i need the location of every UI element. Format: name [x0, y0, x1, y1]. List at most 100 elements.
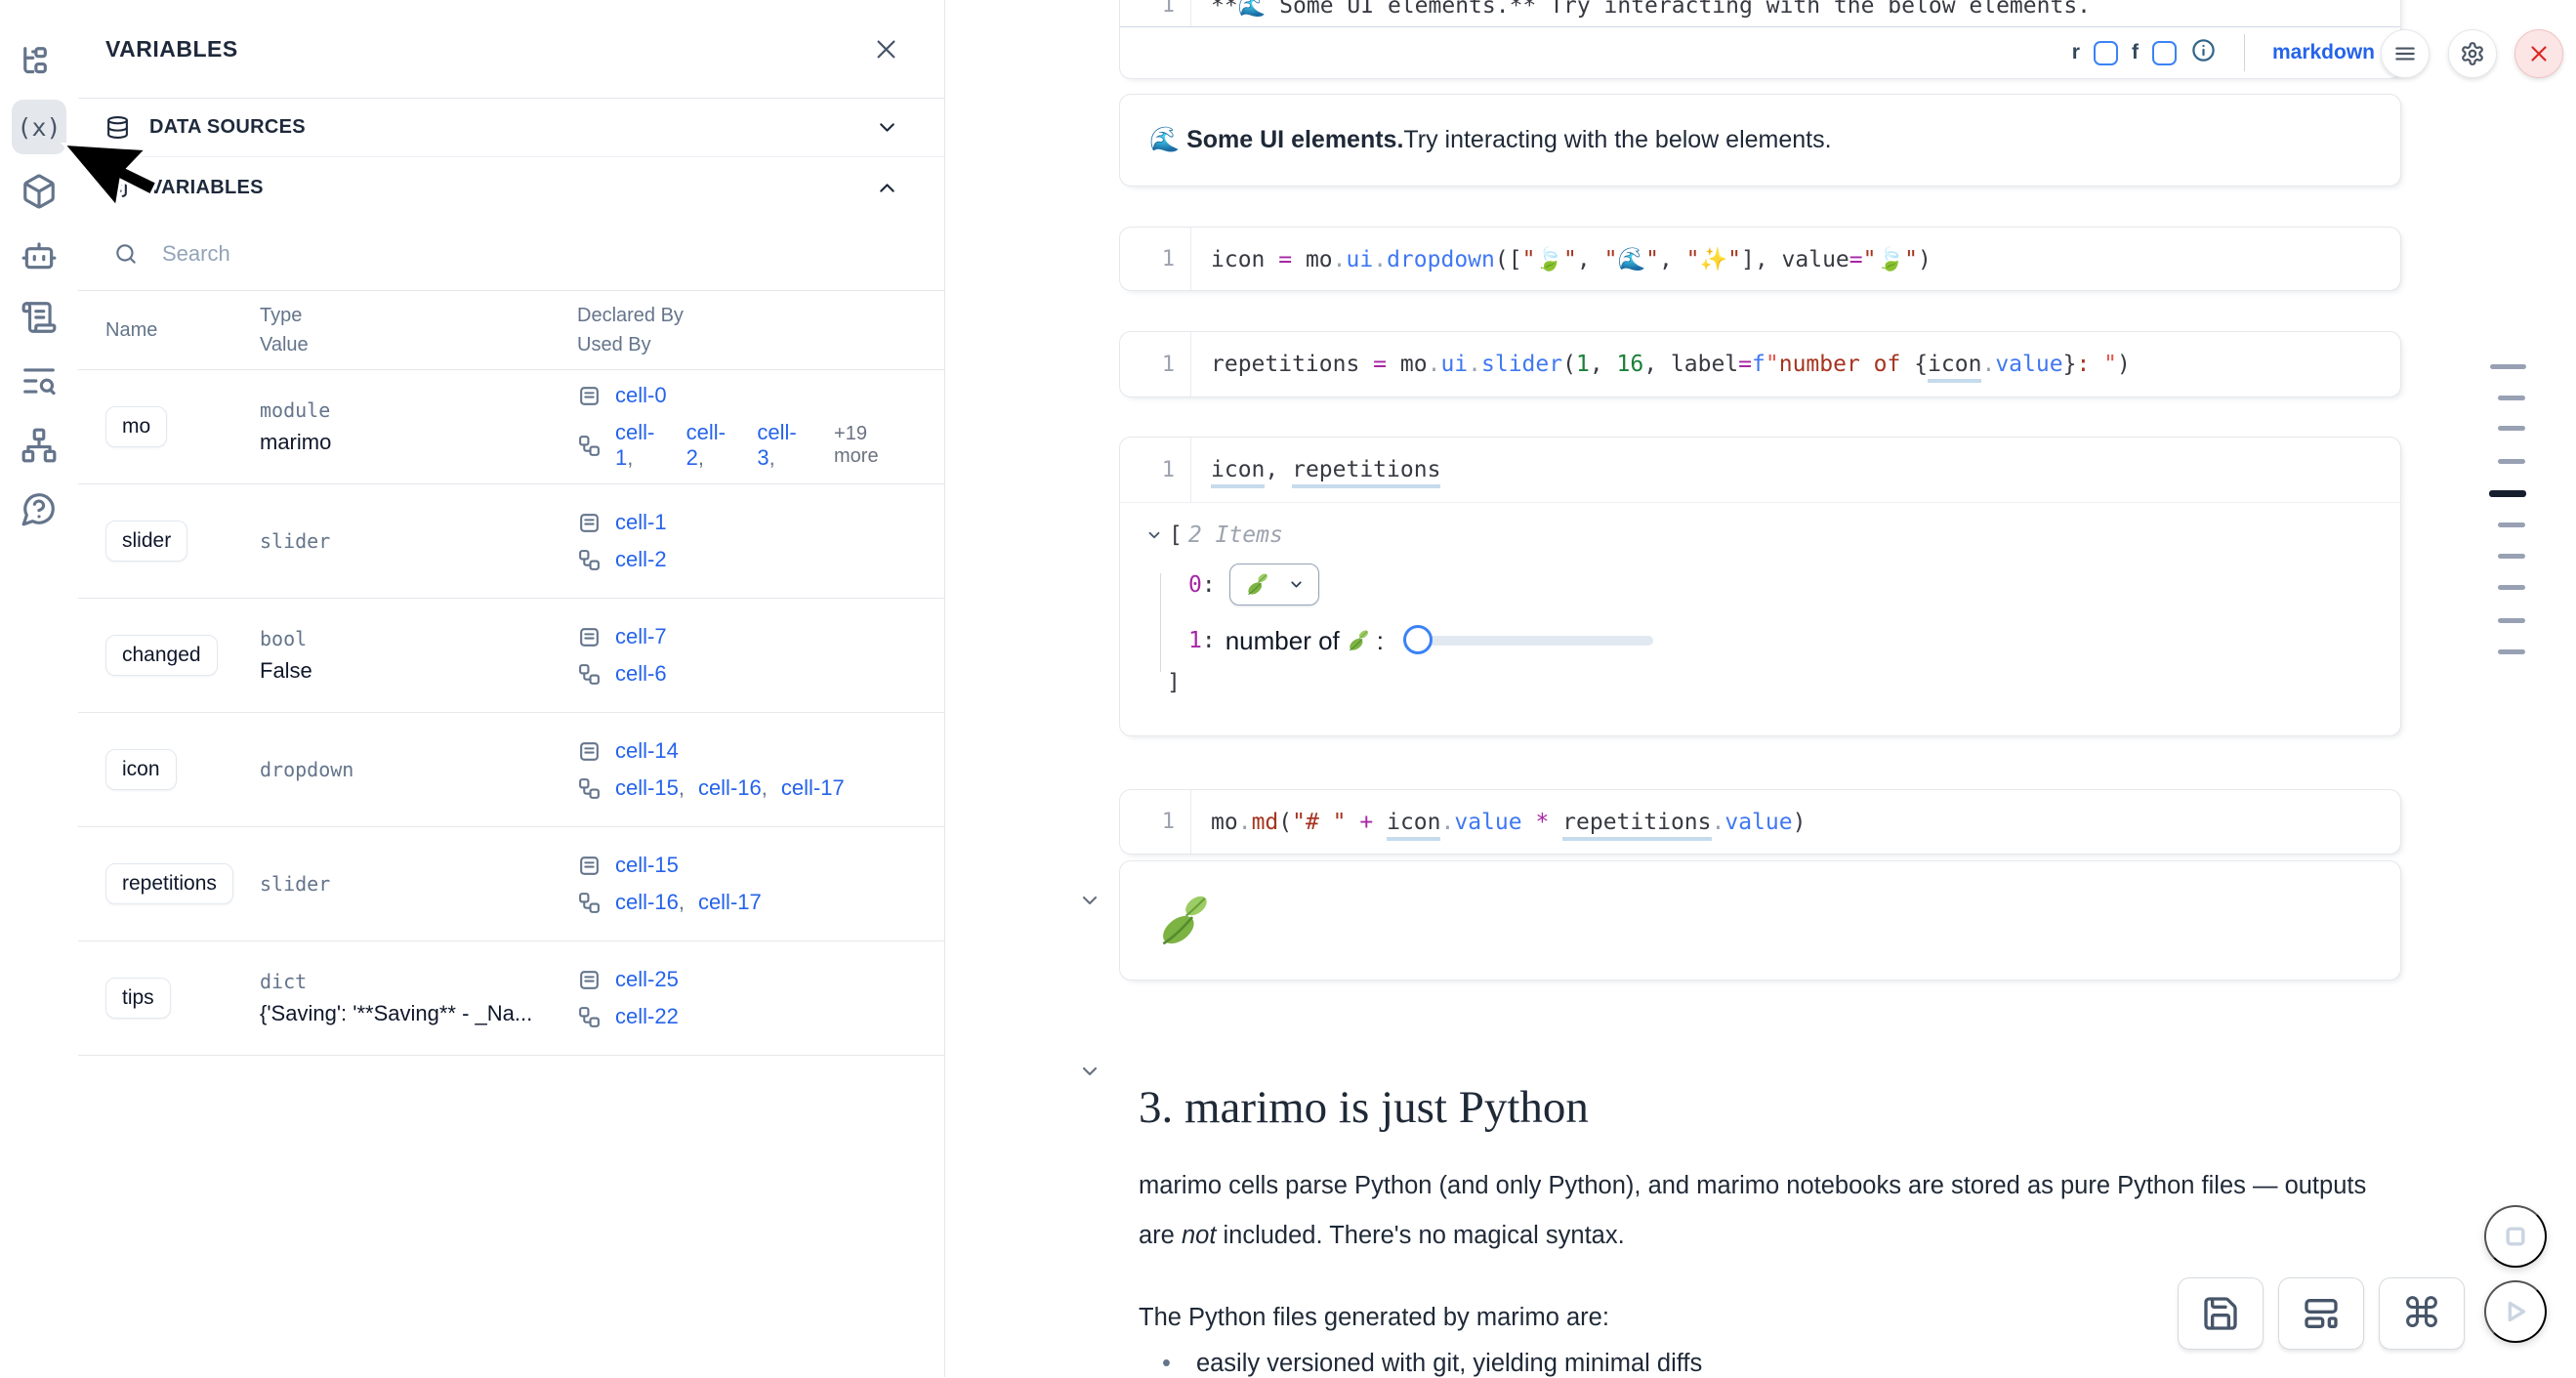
sidebar-item-ai-chat[interactable] [12, 228, 66, 282]
save-button[interactable] [2178, 1277, 2264, 1350]
repetitions-slider[interactable] [1403, 625, 1654, 656]
code-cell-expression[interactable]: 1 icon, repetitions [ 2 Items 0: 1: [1119, 437, 2401, 736]
cell-code[interactable]: **🌊 Some UI elements.** Try interacting … [1211, 0, 2092, 19]
cell-link[interactable]: cell-15 [615, 775, 685, 801]
minimap-cell-marker[interactable] [2498, 649, 2525, 654]
variables-section-toggle[interactable]: VARIABLES [78, 157, 944, 218]
table-row: mo module marimo cell-0 cell-1 cell-2 cell-… [78, 370, 944, 484]
cell-link[interactable]: cell-1 [615, 510, 667, 534]
notebook-menu-button[interactable] [2381, 29, 2430, 78]
cell-info-button[interactable] [2190, 37, 2217, 68]
bullet-dot: • [1162, 1350, 1171, 1377]
variable-name-badge[interactable]: mo [105, 406, 168, 447]
sidebar-item-help[interactable] [12, 481, 66, 536]
minimap-cell-marker[interactable] [2498, 585, 2525, 590]
package-icon [23, 174, 55, 209]
cell-link[interactable]: cell-16 [698, 775, 768, 801]
cell-link[interactable]: cell-22 [615, 1004, 679, 1028]
sitemap-icon [21, 428, 57, 463]
code-cell-dropdown[interactable]: 1 icon = mo.ui.dropdown(["🍃", "🌊", "✨"],… [1119, 227, 2401, 291]
slider-track[interactable] [1407, 636, 1654, 646]
cell-link[interactable]: cell-16 [615, 890, 685, 915]
tree-key: 1 [1188, 628, 1202, 653]
cell-link[interactable]: cell-14 [615, 738, 679, 763]
more-cells-label[interactable]: +19 more [834, 423, 879, 467]
minimap-cell-marker[interactable] [2498, 396, 2525, 400]
sidebar-item-logs[interactable] [12, 290, 66, 345]
minimap-cell-marker[interactable] [2498, 459, 2525, 464]
database-icon [107, 116, 128, 139]
collapse-section-chevron[interactable] [1078, 1060, 1101, 1083]
gear-icon [2462, 42, 2483, 65]
gutter-divider [1190, 228, 1191, 290]
header-value: Value [260, 333, 309, 355]
icon-dropdown-select[interactable] [1228, 564, 1319, 605]
variable-name-badge[interactable]: repetitions [105, 863, 233, 904]
minimap-cell-marker[interactable] [2498, 554, 2525, 559]
sidebar-item-variables[interactable]: (x) [12, 100, 66, 154]
run-button[interactable] [2484, 1280, 2547, 1343]
cell-language-label[interactable]: markdown [2271, 41, 2375, 63]
search-input[interactable] [160, 240, 917, 268]
variable-type: module [260, 398, 331, 422]
variable-name-badge[interactable]: tips [105, 978, 171, 1019]
play-icon [2508, 1301, 2526, 1322]
cell-code[interactable]: icon = mo.ui.dropdown(["🍃", "🌊", "✨"], v… [1211, 246, 1932, 272]
cell-link[interactable]: cell-2 [686, 420, 744, 471]
collapse-output-chevron[interactable] [1078, 889, 1101, 912]
settings-button[interactable] [2448, 29, 2497, 78]
variable-name-badge[interactable]: icon [105, 749, 177, 790]
data-sources-label: DATA SOURCES [149, 116, 306, 138]
cell-link[interactable]: cell-3 [757, 420, 814, 471]
slider-thumb[interactable] [1403, 625, 1433, 654]
close-panel-button[interactable] [873, 36, 899, 63]
cell-link[interactable]: cell-6 [615, 661, 667, 686]
header-type: Type [260, 304, 303, 326]
cell-link[interactable]: cell-0 [615, 383, 667, 407]
line-number: 1 [1161, 810, 1175, 834]
variable-type: slider [260, 872, 331, 896]
minimap-cell-marker[interactable] [2498, 522, 2525, 527]
table-row: icon dropdown cell-14 cell-15 cell-16 cell… [78, 713, 944, 827]
run-checkbox[interactable] [2093, 40, 2118, 65]
chevron-down-icon[interactable] [1145, 526, 1163, 544]
cell-link[interactable]: cell-1 [615, 420, 673, 471]
minimap-cell-marker[interactable] [2498, 618, 2525, 623]
used-by-icon [579, 777, 600, 799]
minimap-cell-marker-active[interactable] [2489, 490, 2526, 497]
cell-code[interactable]: repetitions = mo.ui.slider(1, 16, label=… [1191, 352, 2131, 383]
data-sources-section-toggle[interactable]: DATA SOURCES [78, 99, 944, 157]
cell-link[interactable]: cell-7 [615, 624, 667, 648]
cell-output-banner: 🌊 Some UI elements. Try interacting with… [1119, 94, 2401, 187]
format-checkbox[interactable] [2151, 40, 2177, 65]
sidebar-item-packages[interactable] [12, 164, 66, 219]
variable-value: marimo [260, 430, 332, 454]
stop-button[interactable] [2484, 1205, 2547, 1268]
cell-code[interactable]: icon, repetitions [1191, 457, 1441, 488]
variable-type: dropdown [260, 758, 354, 781]
variable-name-badge[interactable]: changed [105, 635, 218, 676]
minimap-cell-marker[interactable] [2490, 364, 2526, 369]
cell-link[interactable]: cell-25 [615, 967, 679, 991]
cell-link[interactable]: cell-17 [697, 890, 762, 914]
line-number: 1 [1161, 457, 1175, 482]
sidebar-item-file-explorer[interactable] [12, 35, 66, 90]
keyboard-shortcuts-button[interactable]: ⌘ [2379, 1277, 2465, 1350]
cell-footer: r f markdown [1120, 26, 2400, 78]
minimap-cell-marker[interactable] [2498, 426, 2525, 431]
code-cell-md[interactable]: 1 mo.md("# " + icon.value * repetitions.… [1119, 789, 2401, 855]
sidebar-item-dependency-graph[interactable] [12, 418, 66, 473]
cell-code[interactable]: mo.md("# " + icon.value * repetitions.va… [1191, 809, 1806, 841]
cell-link[interactable]: cell-17 [780, 775, 845, 800]
markdown-cell[interactable]: 1 **🌊 Some UI elements.** Try interactin… [1119, 0, 2401, 79]
used-by-icon [579, 663, 600, 685]
sidebar-item-snippets[interactable] [12, 354, 66, 408]
cell-link[interactable]: cell-15 [615, 853, 679, 877]
save-icon [2204, 1297, 2237, 1330]
variable-name-badge[interactable]: slider [105, 521, 188, 562]
code-cell-slider[interactable]: 1 repetitions = mo.ui.slider(1, 16, labe… [1119, 331, 2401, 397]
shutdown-button[interactable] [2514, 29, 2563, 78]
close-icon [2531, 46, 2547, 62]
layout-button[interactable] [2278, 1277, 2364, 1350]
cell-link[interactable]: cell-2 [615, 547, 667, 571]
